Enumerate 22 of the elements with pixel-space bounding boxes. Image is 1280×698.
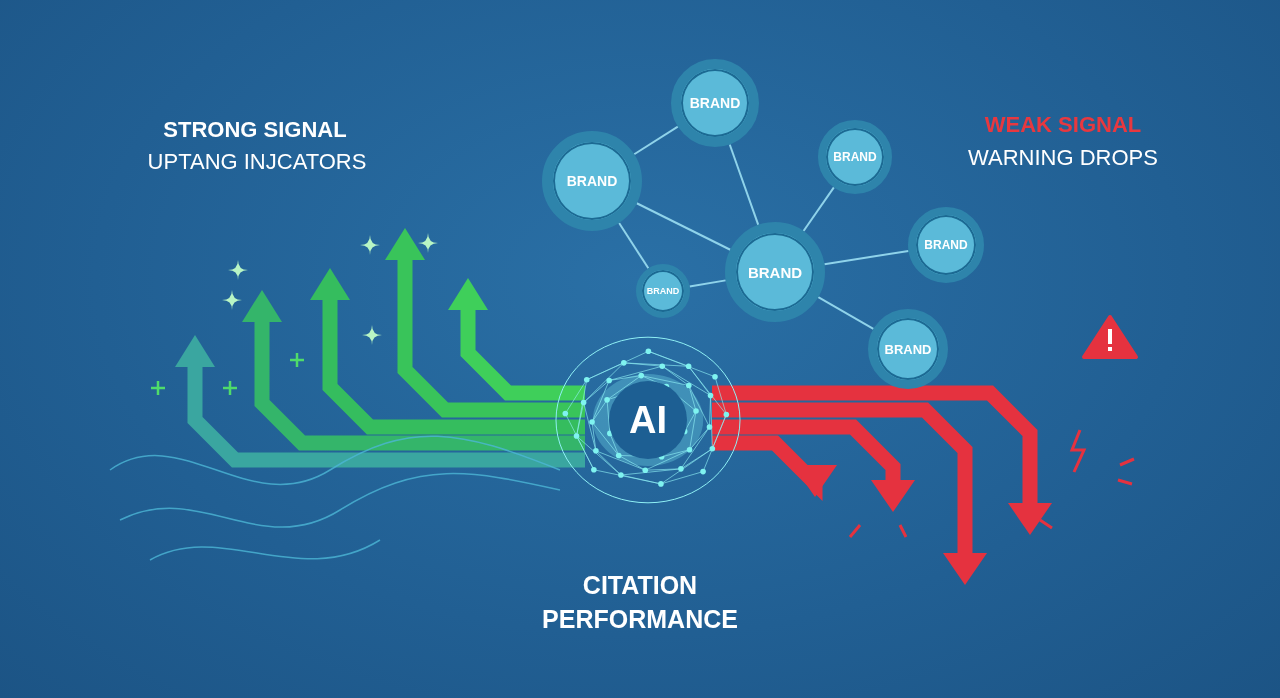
node-label: BRAND (747, 263, 803, 281)
heading-text: WEAK SIGNAL (984, 112, 1142, 138)
connector-line (618, 222, 650, 270)
connector-line (817, 296, 875, 330)
node-label: BRAND (689, 95, 741, 111)
connector-line (635, 202, 732, 251)
subheading-text: UPTANG INJCATORS (147, 149, 367, 175)
connector-line (633, 125, 679, 156)
subheading-text: WARNING DROPS (968, 145, 1158, 171)
connector-line (728, 143, 760, 226)
connector-line (823, 249, 910, 266)
node-label: AI (609, 381, 687, 459)
node-label: BRAND (566, 173, 618, 189)
connector-line (688, 279, 727, 288)
node-label: BRAND (924, 238, 968, 252)
node-label: BRAND (884, 341, 932, 357)
node-label: BRAND (646, 286, 680, 296)
connector-line (802, 186, 835, 232)
network-node (636, 264, 690, 318)
heading-text: STRONG SIGNAL (163, 117, 347, 143)
heading-text: CITATION PERFORMANCE (541, 570, 739, 635)
node-label: BRAND (833, 150, 877, 164)
